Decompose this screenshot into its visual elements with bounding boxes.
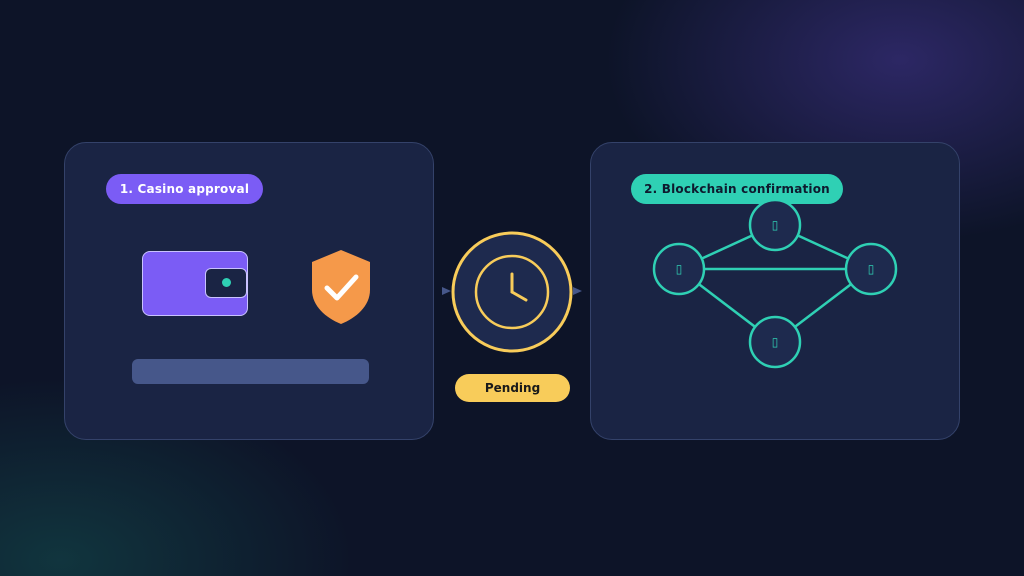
pending-status-badge: Pending: [455, 374, 570, 402]
network-node-left: [652, 242, 706, 296]
node-glyph-left: ▯: [675, 262, 683, 276]
blockchain-confirmation-panel: 2. Blockchain confirmation ▯ ▯ ▯ ▯: [590, 142, 960, 440]
node-glyph-top: ▯: [771, 218, 779, 232]
node-glyph-right: ▯: [867, 262, 875, 276]
shield-check-icon: [312, 250, 370, 324]
wallet-icon: [142, 251, 248, 316]
wallet-clasp-dot: [222, 278, 231, 287]
wallet-clasp: [205, 268, 247, 298]
casino-approval-panel: 1. Casino approval: [64, 142, 434, 440]
network-node-top: [748, 198, 802, 252]
network-node-right: [844, 242, 898, 296]
network-node-bottom: [748, 315, 802, 369]
flow-connector: [442, 287, 582, 295]
node-glyph-bottom: ▯: [771, 335, 779, 349]
progress-bar-placeholder: [132, 359, 369, 384]
left-arrow-icon: [442, 287, 451, 295]
right-arrow-icon: [573, 287, 582, 295]
blockchain-network-icon: [652, 198, 898, 369]
clock-icon: [451, 231, 573, 353]
blockchain-confirmation-label: 2. Blockchain confirmation: [631, 174, 843, 204]
casino-approval-label: 1. Casino approval: [106, 174, 263, 204]
